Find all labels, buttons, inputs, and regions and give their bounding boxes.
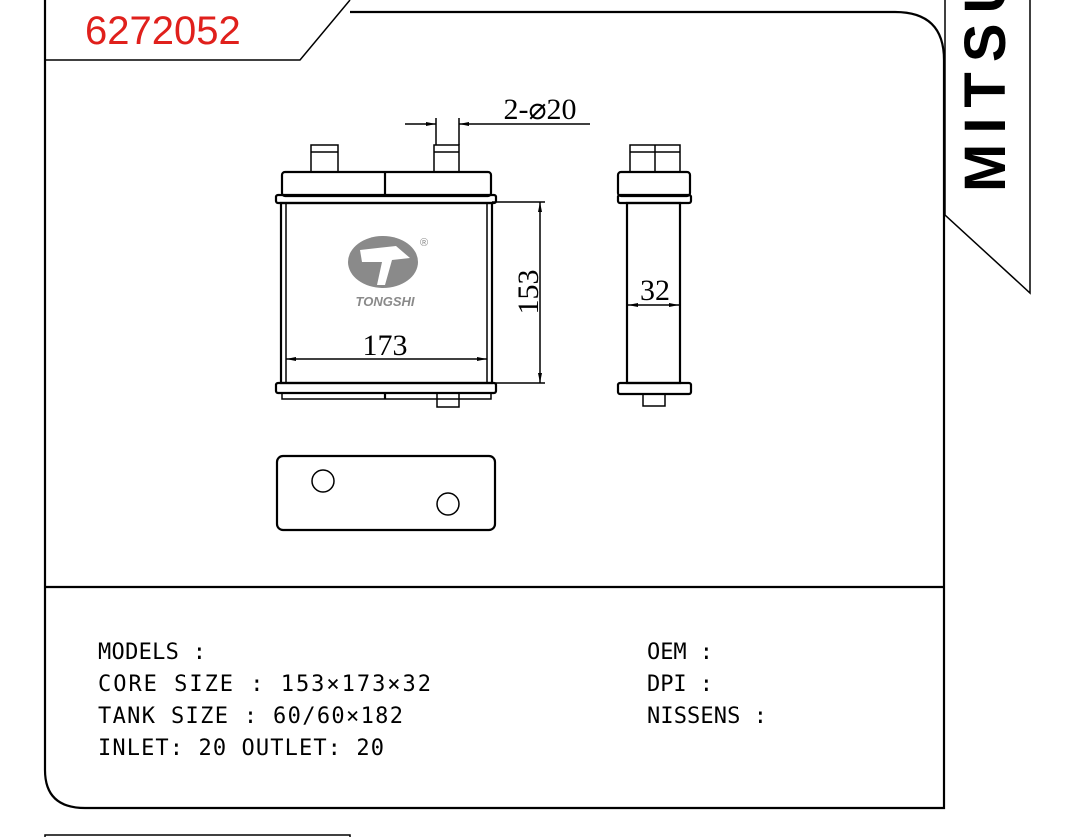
dimension-height: 153 — [492, 201, 545, 384]
brand-tab — [944, 0, 1031, 295]
part-number: 6272052 — [85, 9, 241, 53]
title-box — [45, 0, 351, 61]
dimension-pipe: 2-⌀20 — [405, 93, 590, 145]
spec-inlet-outlet: INLET: 20 OUTLET: 20 — [98, 736, 384, 761]
logo-text: TONGSHI — [356, 294, 415, 309]
spec-nissens: NISSENS : — [647, 704, 767, 729]
bottom-box — [44, 834, 351, 837]
spec-dpi: DPI : — [647, 672, 713, 697]
tank-plate-view — [275, 454, 497, 532]
dimension-width: 173 — [286, 329, 487, 362]
svg-text:2-⌀20: 2-⌀20 — [503, 93, 576, 126]
front-view: ® TONGSHI — [274, 144, 498, 408]
dimension-depth: 32 — [640, 274, 670, 307]
spec-block: MODELS : CORE SIZE : 153×173×32 TANK SIZ… — [98, 640, 767, 761]
spec-core-size: CORE SIZE : 153×173×32 — [98, 672, 431, 697]
svg-text:153: 153 — [512, 270, 545, 315]
spec-oem: OEM : — [647, 640, 713, 665]
registered-mark: ® — [420, 237, 428, 249]
svg-text:173: 173 — [363, 329, 408, 362]
sheet-border — [43, 0, 946, 810]
spec-tank-size: TANK SIZE : 60/60×182 — [98, 704, 403, 729]
side-view: 32 — [616, 144, 693, 407]
spec-models: MODELS : — [98, 640, 206, 665]
brand-text: MITSU — [953, 0, 1018, 192]
